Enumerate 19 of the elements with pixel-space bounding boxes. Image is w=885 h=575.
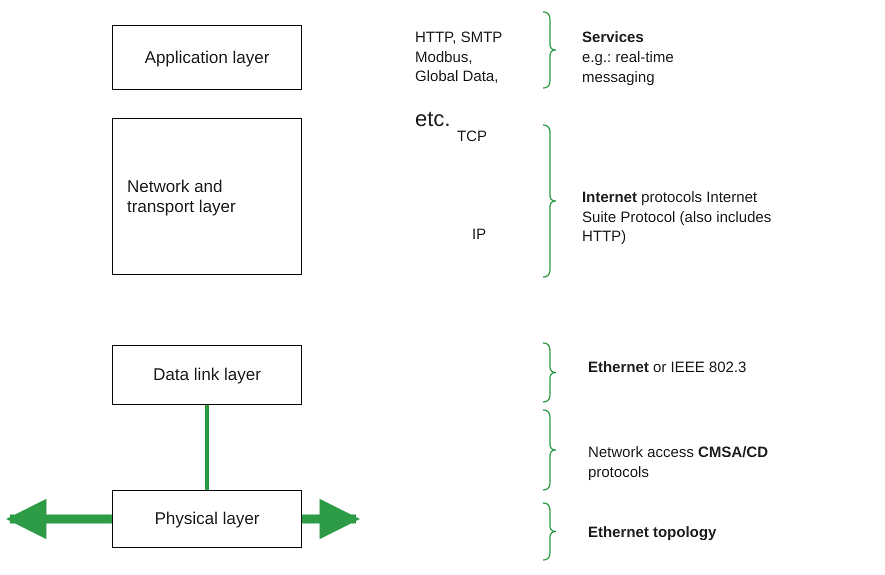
protocol-list: HTTP, SMTP Modbus, Global Data, <box>415 28 520 86</box>
layer-name: Physical layer <box>154 509 260 529</box>
protocol-name: IP <box>472 225 488 244</box>
heading: Services <box>582 28 645 48</box>
description: Internet protocols Internet Suite Protocol (also includes HTTP) <box>582 188 772 246</box>
layer-box <box>112 490 302 548</box>
layer-box <box>112 345 302 405</box>
description: Ethernet or IEEE 802.3 <box>588 358 748 378</box>
arrow <box>6 498 112 540</box>
description: e.g.: real-time messaging <box>582 48 675 87</box>
description: Network access CMSA/CD protocols <box>588 443 770 482</box>
layer-box <box>112 118 302 275</box>
connector-line <box>205 405 209 490</box>
layer-name: Application layer <box>144 48 270 68</box>
layer-name: Network and transport layer <box>127 176 237 216</box>
arrow <box>302 498 360 540</box>
layer-box <box>112 25 302 90</box>
heading: Ethernet topology <box>588 523 718 542</box>
layer-name: Data link layer <box>153 365 261 385</box>
